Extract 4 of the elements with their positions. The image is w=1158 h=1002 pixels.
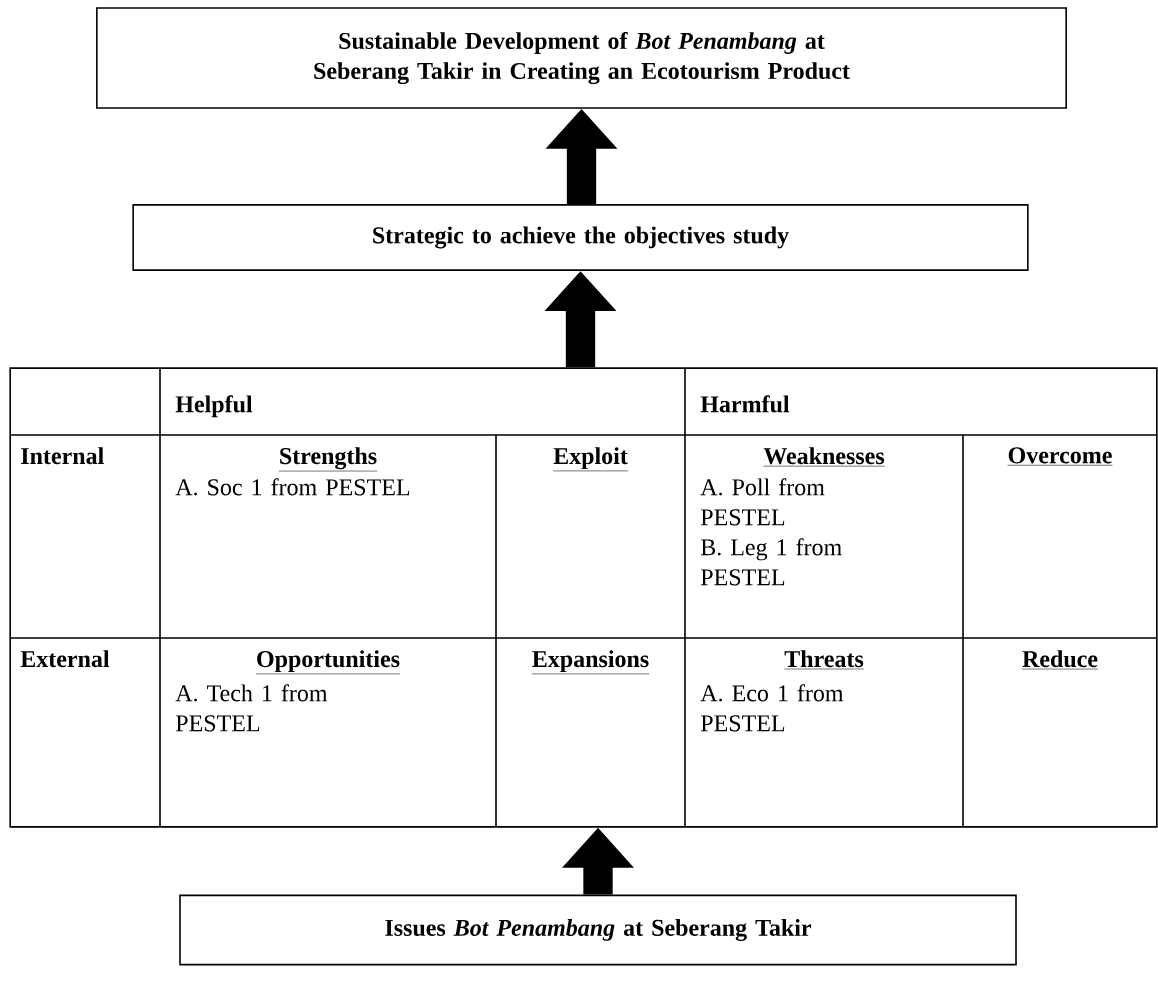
text-box: Strategic to achieve the objectives study xyxy=(132,204,1029,271)
text-box: Sustainable Development of Bot Penambang at Seberang Takir in Creating an Ecotourism Product xyxy=(96,7,1067,109)
swot-table: Helpful Harmful Internal Strengths A. Soc 1 from PESTEL Exploit Weaknesses A. Poll from PESTEL B. Leg 1 from PESTEL Overcome External Opportunities A. Tech 1 from PESTEL Expansions Threats A. Eco 1 from PESTEL Reduce xyxy=(9,367,1158,828)
text-box: Issues Bot Penambang at Seberang Takir xyxy=(179,894,1017,966)
